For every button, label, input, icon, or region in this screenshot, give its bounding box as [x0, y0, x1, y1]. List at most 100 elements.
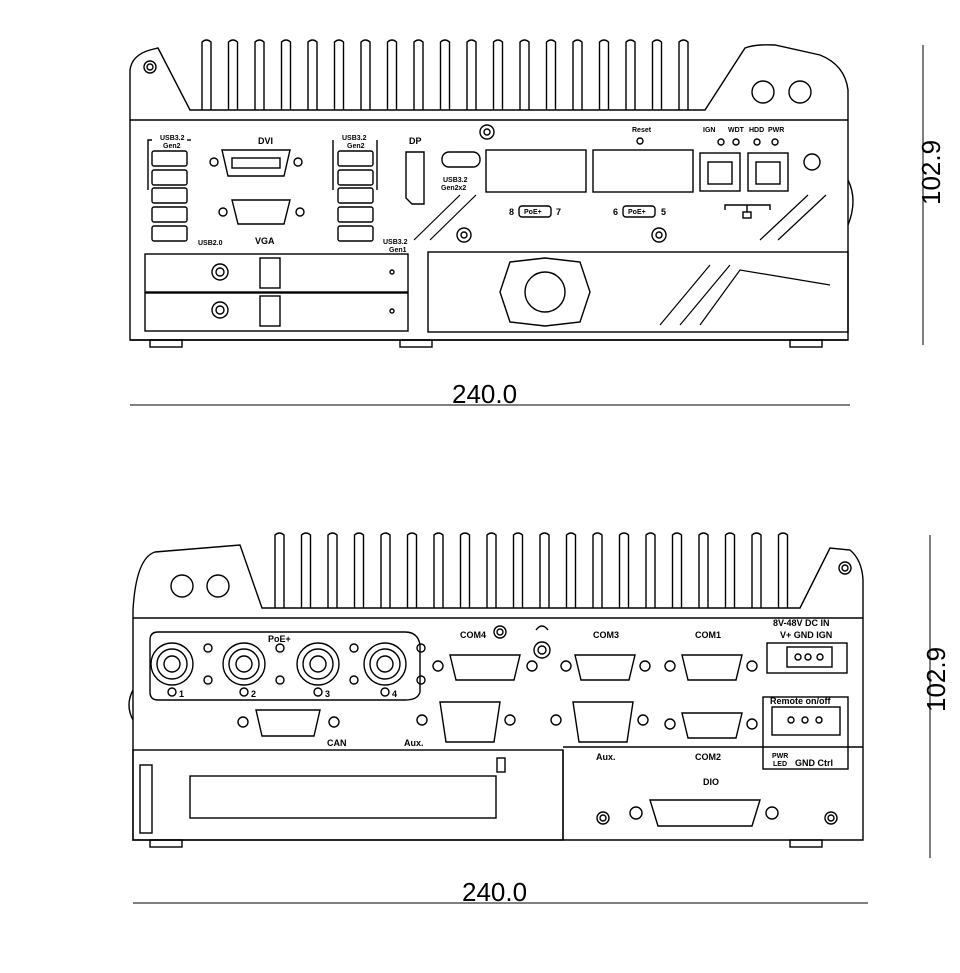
- dvi-label: DVI: [258, 136, 273, 146]
- fin: [572, 39, 583, 110]
- fin: [466, 39, 477, 110]
- m12-connector-2: 2: [222, 642, 285, 699]
- rear-width-dim: 240.0: [462, 877, 527, 907]
- poe-6: 6: [613, 207, 618, 217]
- fin: [565, 532, 577, 608]
- usb-left-label-a: USB3.2: [160, 135, 185, 142]
- rear-com3: [560, 654, 651, 681]
- rear-can-port: [237, 709, 340, 737]
- fin: [625, 39, 636, 110]
- power-button: [803, 153, 821, 171]
- fin: [201, 39, 212, 110]
- poe-7: 7: [556, 207, 561, 217]
- fin: [227, 39, 239, 110]
- front-heatsink-fins: [201, 39, 689, 110]
- rear-dc-in-terminal: [766, 642, 848, 674]
- m12-number-1: 1: [179, 689, 184, 699]
- fin: [333, 39, 345, 110]
- rear-remote-frame: [762, 696, 849, 770]
- front-usb-left-stack: [147, 139, 191, 242]
- fin: [519, 39, 530, 110]
- fin: [274, 532, 285, 608]
- fin: [360, 39, 371, 110]
- usbc-label-a: USB3.2: [443, 177, 468, 184]
- hdd-label: HDD: [749, 127, 764, 134]
- fin: [280, 39, 292, 110]
- rear-aux-slot-2: [572, 701, 634, 743]
- com4-label: COM4: [460, 630, 486, 640]
- fin: [598, 39, 610, 110]
- reset-label: Reset: [632, 127, 652, 134]
- fin: [539, 532, 550, 608]
- fin: [592, 532, 603, 608]
- com1-label: COM1: [695, 630, 721, 640]
- m12-connector-3: 3: [296, 642, 359, 699]
- rear-view: PoE+ COM4 COM3 COM1 COM2 CAN Aux.: [128, 532, 951, 907]
- fin: [678, 39, 689, 110]
- com2-label: COM2: [695, 752, 721, 762]
- fin: [777, 532, 789, 608]
- fin: [492, 39, 504, 110]
- front-height-dim: 102.9: [916, 140, 946, 205]
- fin: [413, 39, 424, 110]
- fin: [439, 39, 451, 110]
- fin: [618, 532, 630, 608]
- fin: [751, 532, 762, 608]
- fin: [327, 532, 338, 608]
- usb20-label: USB2.0: [198, 240, 223, 247]
- rear-chassis-outline: [132, 544, 864, 841]
- rear-com2: [664, 712, 758, 739]
- pwr-label: PWR: [768, 127, 784, 134]
- fin: [512, 532, 524, 608]
- front-drive-bays: [144, 253, 409, 332]
- usb-mid-label-a: USB3.2: [342, 135, 367, 142]
- vga-label: VGA: [255, 236, 275, 246]
- usbc-label-b: Gen2x2: [441, 185, 466, 192]
- usb-gen1-label-b: Gen1: [389, 247, 407, 254]
- fin: [671, 532, 683, 608]
- fin: [645, 532, 656, 608]
- pwr-led-label-a: PWR: [772, 753, 788, 760]
- front-lan-ports: [699, 152, 789, 192]
- front-chassis-outline: [129, 44, 849, 341]
- poe-8: 8: [509, 207, 514, 217]
- fin: [651, 39, 663, 110]
- fin: [698, 532, 709, 608]
- front-view: USB3.2 Gen2 DVI VGA USB3.2 Gen2 USB2.0 U…: [129, 39, 946, 409]
- fin: [459, 532, 471, 608]
- m12-number-3: 3: [325, 689, 330, 699]
- fin: [353, 532, 365, 608]
- remote-label: Remote on/off: [770, 696, 831, 706]
- usb-mid-label-b: Gen2: [347, 143, 365, 150]
- rear-poe-label: PoE+: [268, 634, 291, 644]
- fin: [486, 532, 497, 608]
- fin: [307, 39, 318, 110]
- front-usb-mid-stack: [332, 140, 378, 242]
- dc-pins-label: V+ GND IGN: [780, 630, 832, 640]
- gnd-ctrl-label: GND Ctrl: [795, 758, 833, 768]
- fin: [545, 39, 557, 110]
- rear-dio-port: [649, 799, 761, 827]
- front-dvi-port: [209, 149, 303, 177]
- poe-badge-2: PoE+: [628, 209, 646, 216]
- front-poe-slot-right: [592, 149, 694, 193]
- aux-label-2: Aux.: [596, 752, 616, 762]
- front-width-dim: 240.0: [452, 379, 517, 409]
- poe-5: 5: [661, 207, 666, 217]
- rear-card-bay: [132, 749, 564, 841]
- fin: [300, 532, 312, 608]
- rear-com4: [432, 654, 538, 681]
- front-fan-vent: [499, 257, 591, 327]
- front-poe-slot-left: [485, 149, 587, 193]
- m12-number-2: 2: [251, 689, 256, 699]
- pwr-led-label-b: LED: [773, 761, 787, 768]
- fin: [433, 532, 444, 608]
- dp-label: DP: [409, 136, 422, 146]
- front-dp-port: [405, 151, 425, 205]
- fin: [380, 532, 391, 608]
- rear-m12-panel: [149, 631, 421, 701]
- dc-in-label: 8V-48V DC IN: [773, 618, 830, 628]
- rear-heatsink-fins: [274, 532, 789, 608]
- com3-label: COM3: [593, 630, 619, 640]
